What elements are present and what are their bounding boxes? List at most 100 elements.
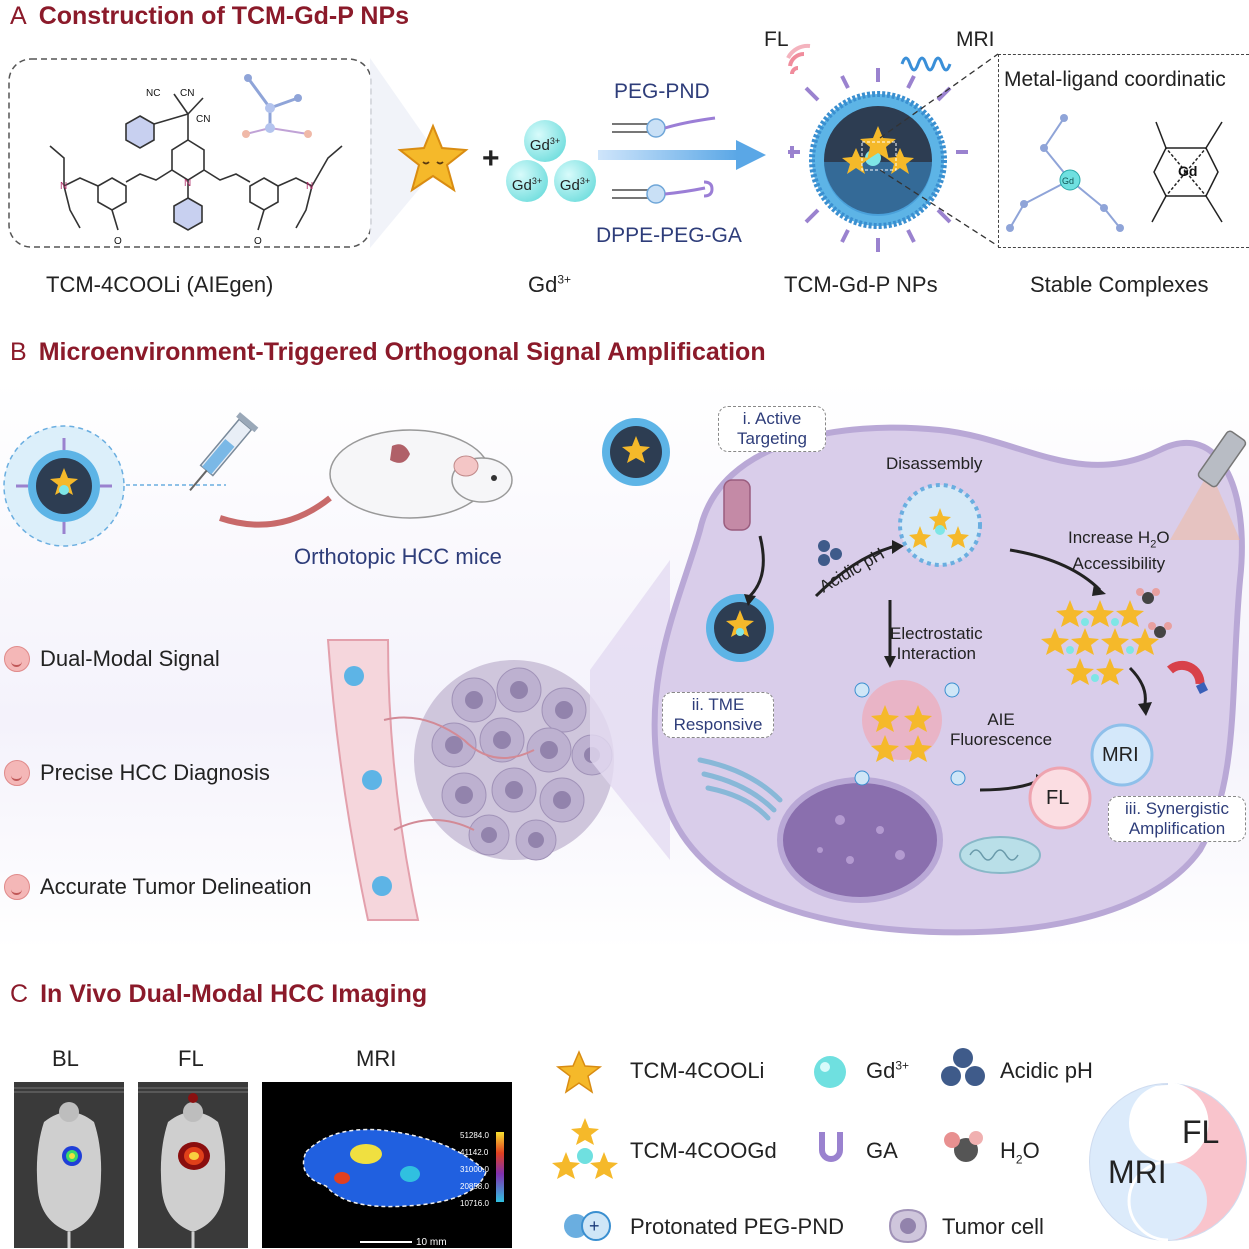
aie-fluorescence-label: AIE Fluorescence [950,710,1052,750]
yinyang-mri: MRI [1108,1154,1167,1190]
mri-wave-icon [900,56,952,72]
mri-tag: MRI [956,28,995,51]
legend-gd-sup: 3+ [895,1058,910,1073]
fl-mouse-image [138,1082,248,1248]
legend-tcm-4coogd: TCM-4COOGd [630,1138,777,1163]
legend-gd-icon [814,1056,846,1088]
mouse-illustration [219,429,513,528]
peg-pnd-icon [612,116,716,138]
ball-stick-model [242,74,312,138]
plus-sign: + [482,142,500,175]
panel-b-letter: B [10,338,27,366]
gd-ion-2: Gd3+ [506,160,548,202]
colorbar-tick-1: 51284.0 [460,1131,489,1140]
electrostatic-label: Electrostatic Interaction [890,624,983,664]
scale-bar-label: 10 mm [416,1237,447,1248]
legend-h2o-o: O [1022,1138,1040,1163]
fl-image-label: FL [178,1046,204,1071]
electrostatic-text: Electrostatic [890,624,983,643]
bl-mouse-image [14,1082,124,1248]
gd-complex-model: Gd [1006,114,1124,232]
gd-dota-structure: Gd [1151,121,1223,223]
legend-gd-text: Gd [866,1058,896,1083]
panel-b-title-text: Microenvironment-Triggered Orthogonal Si… [38,338,766,366]
gd-ion-3-text: Gd [559,177,580,194]
panel-b-title: B Microenvironment-Triggered Orthogonal S… [10,338,766,367]
structure-label-o2: O [254,236,262,247]
zoom-cone-b [590,560,670,860]
dppe-peg-ga-label: DPPE-PEG-GA [596,224,742,247]
dppe-peg-ga-icon [612,180,714,204]
smiley-icon-2 [4,760,30,786]
fl-tag: FL [764,28,789,51]
legend-ga: GA [866,1138,898,1163]
legend-protonated-icon: + [564,1211,611,1241]
legend-tcm-4cooli-icon [555,1050,603,1094]
fl-circle-label: FL [1046,787,1070,809]
gd-caption: Gd3+ [528,272,571,298]
svg-text:+: + [589,1216,600,1236]
gd-ion-3: Gd3+ [554,160,596,202]
blue-arrow [598,140,766,170]
complex-caption: Stable Complexes [1030,272,1209,297]
syringe-icon [189,412,259,492]
smiley-icon-1 [4,646,30,672]
panel-a-title: A Construction of TCM-Gd-P NPs [10,2,409,31]
blood-vessel-tumor [326,639,614,921]
legend-gd: Gd3+ [866,1058,909,1084]
legend-protonated: Protonated PEG-PND [630,1214,844,1239]
mri-image: 51284.0 41142.0 31000.0 20858.0 10716.0 … [262,1082,512,1248]
aiegen-star-icon [397,123,469,193]
svg-text:Gd: Gd [1062,176,1074,186]
increase-h-text: Increase H [1068,528,1151,547]
colorbar-tick-4: 20858.0 [460,1182,489,1191]
structure-label-cn2: CN [196,114,210,125]
bl-label: BL [52,1046,79,1071]
gd-caption-text: Gd [528,272,558,297]
colorbar-tick-2: 41142.0 [460,1148,489,1157]
peg-pnd-label: PEG-PND [614,80,710,103]
legend-tcm-4coogd-icon [552,1118,618,1179]
legend-h2o: H2O [1000,1138,1040,1166]
feature-precise-diagnosis: Precise HCC Diagnosis [40,760,270,785]
mice-caption: Orthotopic HCC mice [294,544,502,569]
interaction-text: Interaction [896,644,976,663]
structure-label-cn1: CN [180,88,194,99]
svg-text:Gd: Gd [1178,163,1197,179]
structure-label-n1: N [184,178,191,189]
tumor-cell-large [602,418,1245,936]
feature-tumor-delineation: Accurate Tumor Delineation [40,874,312,899]
dashed-connector [126,484,226,486]
mri-image-label: MRI [356,1046,397,1071]
gd-ion-1: Gd3+ [524,120,566,162]
nps-caption: TCM-Gd-P NPs [784,272,938,297]
aie-text: AIE [987,710,1015,729]
aiegen-caption: TCM-4COOLi (AIEgen) [46,272,274,297]
gd-ion-1-text: Gd [529,137,550,154]
legend-tumor-cell: Tumor cell [942,1214,1044,1239]
panel-a-letter: A [10,2,27,30]
legend-ga-icon [819,1132,843,1162]
gd-ion-2-sup: 3+ [531,176,543,186]
tme-responsive-text: ii. TME Responsive [673,695,763,734]
nanoparticle-a [788,68,968,252]
panel-c-title-text: In Vivo Dual-Modal HCC Imaging [40,980,428,1008]
coordination-title: Metal-ligand coordinatic [1004,68,1226,91]
structure-label-o1: O [114,236,122,247]
light-probe [1170,430,1247,540]
panel-a-title-text: Construction of TCM-Gd-P NPs [38,2,410,30]
structure-label-n3: N [306,181,313,192]
zoom-lines-a [879,53,999,247]
legend-h2o-sub: 2 [1015,1152,1023,1167]
disassembly-label: Disassembly [886,454,983,473]
colorbar-tick-3: 31000.0 [460,1165,489,1174]
structure-label-n2: N [60,181,67,192]
active-targeting-label: i. Active Targeting [718,406,826,452]
accessibility-text: Accessibility [1072,554,1166,574]
zoom-cone [370,58,430,248]
fl-signal-icon [786,43,811,75]
fluorescence-text: Fluorescence [950,730,1053,749]
aiegen-structure: NC CN CN N N N O O [8,58,372,248]
active-targeting-text: i. Active Targeting [737,409,807,448]
